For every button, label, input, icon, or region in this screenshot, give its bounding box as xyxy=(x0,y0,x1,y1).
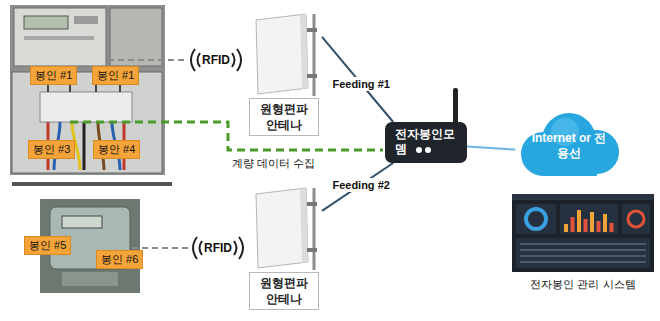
data-label: 계량 데이터 수집 xyxy=(232,156,316,170)
dashboard-screen-part xyxy=(584,219,588,232)
antenna-panel-part xyxy=(300,14,308,89)
dashboard-screen-part xyxy=(590,212,594,232)
modem-antenna-part xyxy=(453,88,458,124)
meter-box-photo-part xyxy=(24,36,94,40)
dashboard-screen-part xyxy=(577,210,581,232)
antenna-panel-part xyxy=(313,188,316,270)
rfid-icon: RFID xyxy=(190,232,246,264)
rfid-icon: RFID xyxy=(188,44,244,76)
meter-box-photo xyxy=(10,5,165,175)
seal-tag-label: 봉안 #4 xyxy=(98,142,135,157)
antenna-panel-part xyxy=(300,188,308,263)
seal-tag-label: 봉인 #1 xyxy=(97,68,134,83)
seal-tag: 봉인 #6 xyxy=(96,250,143,269)
seal-tag: 봉안 #4 xyxy=(93,140,140,159)
status-dots-part xyxy=(416,147,422,153)
antenna: 원형편파 안테나 xyxy=(246,12,322,136)
meter-photo-part xyxy=(62,216,102,228)
dashboard-screen-part xyxy=(516,204,556,234)
antenna-panel-part xyxy=(307,248,317,252)
dashboard-screen-part xyxy=(512,194,654,200)
rfid-icon-label: RFID xyxy=(202,53,230,67)
network-cloud: Internet or 전용선 xyxy=(513,110,625,182)
dashboard-screen-part xyxy=(622,204,650,234)
antenna: 원형편파 안테나 xyxy=(246,186,322,310)
modem-antenna xyxy=(449,88,461,124)
antenna-panel-part xyxy=(307,202,317,206)
dashboard-screen-part xyxy=(516,238,650,268)
meter-box-photo-part xyxy=(24,16,68,29)
seal-modem: 전자봉인모뎀 xyxy=(385,122,467,163)
edge-label: Feeding #2 xyxy=(330,178,391,192)
seal-tag: 봉인 #5 xyxy=(24,236,71,255)
meter-box-photo-part xyxy=(110,8,162,66)
dashboard-screen-part xyxy=(526,209,546,229)
meter-box-photo-part xyxy=(74,16,98,24)
seal-tag: 봉인 #1 xyxy=(92,66,139,85)
antenna-label: 원형편파 안테나 xyxy=(249,98,319,136)
connector xyxy=(467,147,515,150)
separator-bar xyxy=(12,182,172,186)
seal-tag-label: 봉인 #6 xyxy=(101,252,138,267)
dashboard-screen-part xyxy=(610,223,614,232)
dashboard-screen-part xyxy=(603,214,607,232)
dashboard-screen-part xyxy=(597,221,601,232)
network-cloud-label: Internet or 전용선 xyxy=(527,131,611,161)
seal-tag-label: 봉인 #1 xyxy=(35,68,72,83)
meter-box-photo-part xyxy=(83,122,86,170)
dashboard-screen-part xyxy=(564,224,568,232)
antenna-panel-part xyxy=(307,28,317,32)
dashboard-screen-part xyxy=(520,261,646,263)
edge-label: Feeding #1 xyxy=(330,77,391,91)
dashboard-screen-part xyxy=(520,249,646,251)
meter-box-photo-part xyxy=(14,8,106,66)
seal-tag-label: 봉인 #5 xyxy=(29,238,66,253)
rfid-icon-label: RFID xyxy=(204,241,232,255)
status-dots xyxy=(415,146,435,154)
dashboard-screen-part xyxy=(520,255,646,257)
antenna-panel xyxy=(246,186,322,270)
antenna-label: 원형편파 안테나 xyxy=(249,272,319,310)
connector xyxy=(322,163,393,211)
dashboard-screen-part xyxy=(560,204,618,234)
dashboard-screen xyxy=(512,194,654,272)
seal-tag: 봉인 #1 xyxy=(30,66,77,85)
management-system: 전자봉인 관리 시스템 xyxy=(512,194,654,291)
dashboard-screen-part xyxy=(512,194,654,272)
meter-photo-part xyxy=(62,272,118,286)
status-dots-part xyxy=(425,147,431,153)
dashboard-screen-part xyxy=(520,243,646,245)
cloud-shape-part xyxy=(521,113,619,176)
antenna-panel-part xyxy=(313,14,316,96)
dashboard-screen-part xyxy=(571,217,575,232)
antenna-panel xyxy=(246,12,322,96)
management-system-label: 전자봉인 관리 시스템 xyxy=(512,277,654,291)
rfid-read-line-part xyxy=(132,247,190,249)
meter-box-photo-part xyxy=(40,92,132,122)
antenna-panel-part xyxy=(256,188,308,268)
dashboard-screen-part xyxy=(628,211,644,227)
meter-box-photo-part xyxy=(10,5,165,175)
seal-tag-label: 봉인 #3 xyxy=(33,142,70,157)
rfid-waves-part xyxy=(191,49,241,71)
connector xyxy=(322,37,393,122)
seal-modem-label: 전자봉인모뎀 xyxy=(395,127,459,157)
antenna-panel-part xyxy=(256,14,308,94)
antenna-panel-part xyxy=(307,74,317,78)
rfid-read-line-part xyxy=(108,59,186,61)
rfid-waves-part xyxy=(193,237,243,259)
seal-tag: 봉인 #3 xyxy=(28,140,75,159)
